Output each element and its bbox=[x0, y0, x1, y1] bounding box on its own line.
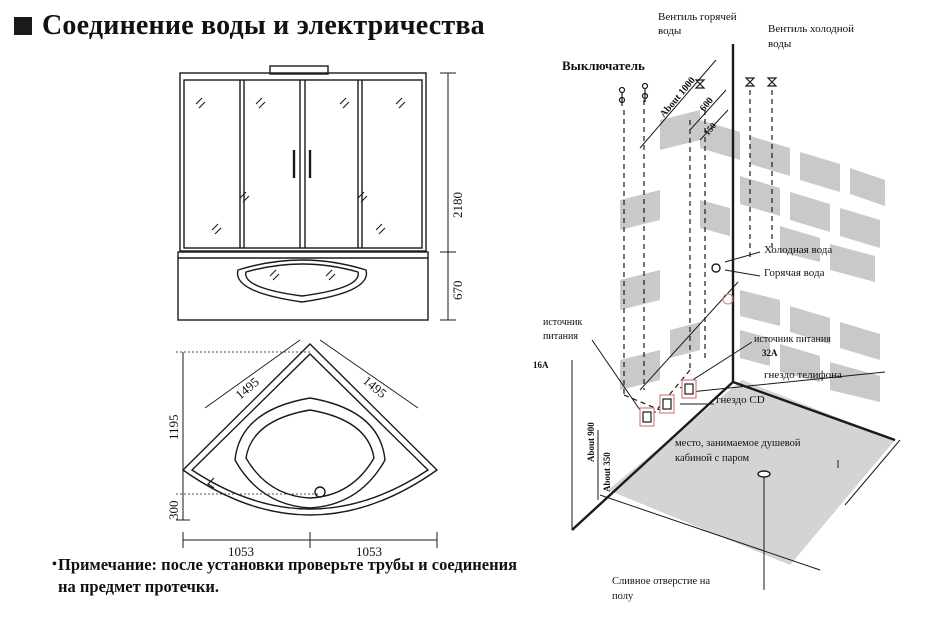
hot-water-leader bbox=[724, 269, 761, 277]
tub-oval bbox=[236, 259, 368, 303]
phone-leader bbox=[689, 371, 886, 393]
dim-depth-label: 1195 bbox=[166, 414, 181, 440]
tub-drain-icon bbox=[314, 486, 326, 498]
power-left-leader bbox=[591, 339, 641, 411]
tub-base bbox=[177, 251, 429, 321]
page-title: Соединение воды и электричества bbox=[42, 10, 485, 41]
dim-600-line bbox=[689, 89, 727, 131]
cold-valve-label-2: воды bbox=[768, 38, 792, 50]
about-900-label: About 900 bbox=[586, 422, 596, 462]
dim-height-total-label: 2180 bbox=[450, 192, 465, 218]
floor-drain-icon bbox=[757, 470, 771, 478]
about-350-label: About 350 bbox=[602, 452, 612, 492]
installation-note: Примечание: после установки проверьте тр… bbox=[58, 555, 518, 596]
tub-plan-basin-inner bbox=[245, 409, 375, 499]
dim-600-label: 600 bbox=[698, 95, 716, 114]
top-cap bbox=[269, 65, 329, 75]
floor-drain-label-1: Сливное отверстие на bbox=[612, 576, 710, 587]
dim-half-left-label: 1053 bbox=[228, 544, 254, 559]
cabin-elevation bbox=[177, 65, 456, 321]
power-source-right-label: источник питания bbox=[754, 334, 831, 345]
wall-floor-edge-right bbox=[732, 380, 896, 442]
installation-view bbox=[571, 44, 901, 590]
hot-valve-label-1: Вентиль горячей bbox=[658, 11, 737, 23]
power-source-left-label-1: источник bbox=[543, 317, 583, 328]
phone-socket-label: гнездо телифона bbox=[764, 369, 842, 381]
dim-diagonal-line bbox=[639, 281, 739, 391]
tub-plan-basin bbox=[234, 397, 386, 509]
cabin-area-label-2: кабиной с паром bbox=[675, 453, 750, 464]
cold-water-label: Холодная вода bbox=[764, 244, 832, 256]
cold-valve-icon-2 bbox=[766, 77, 778, 87]
power-source-left-label-2: питания bbox=[543, 331, 578, 342]
switch-symbols bbox=[618, 82, 649, 106]
glass-glints bbox=[195, 97, 406, 281]
valve-symbols bbox=[694, 77, 778, 89]
switch-label: Выключатель bbox=[562, 58, 645, 73]
sockets bbox=[639, 379, 697, 427]
amp-16a-label: 16A bbox=[533, 360, 549, 370]
cd-socket-label: гнездо CD bbox=[716, 394, 765, 406]
cabin-area-label-1: место, занимаемое душевой bbox=[675, 438, 801, 449]
dim-drain-offset-label: 300 bbox=[166, 501, 181, 521]
amp-32a-label: 32A bbox=[762, 348, 778, 358]
tap-outlet-icon bbox=[711, 263, 721, 273]
dim-side-right-label: 1495 bbox=[360, 373, 390, 401]
tile-wall bbox=[620, 110, 885, 402]
floor-drain-label-2: полу bbox=[612, 591, 634, 602]
tub-oval-inner bbox=[245, 263, 359, 297]
cabin-inner-frame bbox=[183, 79, 423, 249]
dim-half-right-label: 1053 bbox=[356, 544, 382, 559]
dim-side-left-label: 1495 bbox=[232, 374, 262, 402]
cold-water-leader bbox=[724, 251, 761, 263]
dim-floor-depth-line bbox=[599, 494, 821, 571]
dim-150-line bbox=[699, 109, 729, 141]
tub-plan bbox=[176, 339, 439, 548]
cabin-frame bbox=[179, 72, 427, 252]
note-bullet: • bbox=[52, 557, 57, 572]
socket-icon-2 bbox=[659, 394, 675, 414]
dim-1000-line bbox=[639, 59, 717, 149]
socket-icon-1 bbox=[639, 407, 655, 427]
dim-tub-height-label: 670 bbox=[450, 281, 465, 301]
tub-plan-rim bbox=[190, 353, 430, 510]
hot-valve-label-2: воды bbox=[658, 25, 682, 37]
title-bar: Соединение воды и электричества bbox=[14, 10, 485, 42]
hot-water-label: Горячая вода bbox=[764, 267, 825, 279]
cold-valve-icon-1 bbox=[744, 77, 756, 87]
floor-area bbox=[608, 380, 895, 565]
cold-valve-label-1: Вентиль холодной bbox=[768, 23, 854, 35]
socket-icon-3 bbox=[681, 379, 697, 399]
hot-valve-icon bbox=[694, 79, 706, 89]
dim-floor-width-line bbox=[844, 439, 901, 506]
dim-side-left-line bbox=[204, 339, 301, 409]
dim-side-right-line bbox=[319, 339, 419, 409]
tub-plan-outline bbox=[181, 343, 439, 516]
title-square-icon bbox=[14, 17, 32, 35]
wall-floor-edge-left bbox=[571, 381, 734, 531]
